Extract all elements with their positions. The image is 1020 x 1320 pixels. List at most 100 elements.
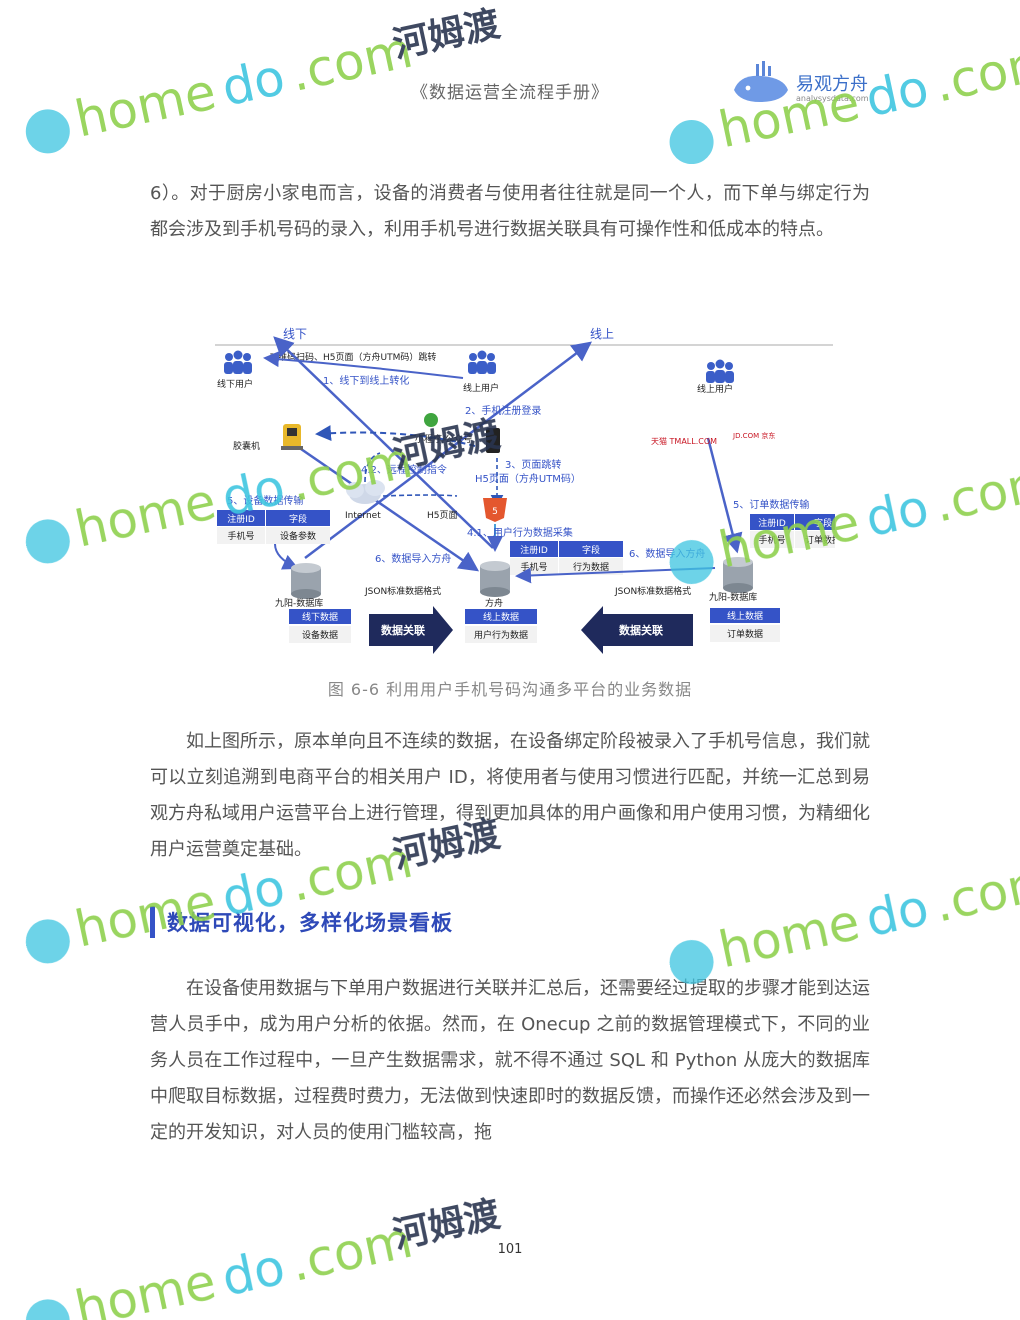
arrow-step42 [315, 425, 476, 447]
document-title: 《数据运营全流程手册》 [411, 83, 609, 103]
box-offline-data [289, 609, 351, 624]
label-step42: 4.2、远程控制指令 [361, 463, 447, 476]
figure-caption: 图 6-6 利用用户手机号码沟通多平台的业务数据 [327, 680, 693, 699]
table-left-c2: 设备参数 [280, 530, 316, 542]
page-number: 101 [497, 1242, 523, 1257]
svg-text:.com: .com [929, 451, 1020, 533]
assoc-arrow-left [369, 606, 453, 654]
svg-text:天猫 TMALL.COM: 天猫 TMALL.COM [651, 436, 717, 446]
label-online-user-1: 线上用户 [463, 382, 499, 394]
tmall-logo: 天猫 TMALL.COM [651, 436, 717, 446]
html5-icon: 5 [483, 498, 507, 522]
table-mid-c1: 手机号 [520, 561, 547, 573]
label-offline-data: 线下数据 [302, 611, 338, 623]
database-left-icon [291, 563, 321, 599]
table-right-c2: 订单数据 [805, 534, 835, 546]
label-capsule: 胶囊机 [233, 440, 260, 452]
watermark-flower-icon [25, 1299, 70, 1320]
label-step6a: 6、数据导入方舟 [375, 552, 451, 565]
label-step5b: 5、订单数据传输 [733, 498, 809, 511]
label-step5a: 5、设备数据传输 [227, 494, 303, 507]
watermark-flower-icon [25, 519, 70, 564]
data-flow-diagram: 线下 线上 线下用户 线上用户 线上用户 二维码扫码、H5页面（方舟UTM码）跳… [215, 327, 835, 654]
paragraph-3: 在设备使用数据与下单用户数据进行关联并汇总后，还需要经过提取的步骤才能到达运营人… [150, 978, 870, 1143]
brand-url: analysysdata.com [796, 94, 869, 103]
box-online-data-right [710, 608, 780, 623]
label-internet: Internet [345, 511, 381, 521]
watermark-flower-icon [25, 919, 70, 964]
box-online-data-mid [465, 609, 537, 624]
database-right-icon [723, 557, 753, 593]
table-right: 注册ID 字段 手机号 订单数据 [750, 514, 835, 548]
label-step3: 3、页面跳转 [505, 458, 561, 471]
table-right-c1: 手机号 [758, 534, 785, 546]
label-behavior-data: 用户行为数据 [474, 629, 528, 641]
table-left-h1: 注册ID [227, 513, 255, 525]
label-online-user-2: 线上用户 [697, 383, 733, 395]
svg-text:home: home [714, 893, 865, 979]
label-assoc-right: 数据关联 [619, 623, 663, 637]
label-offline-user: 线下用户 [217, 378, 253, 390]
capsule-machine-icon [281, 424, 303, 450]
wechat-icon [424, 413, 438, 427]
label-db-right: 九阳-数据库 [709, 591, 757, 603]
label-qr-jump: 二维码扫码、H5页面（方舟UTM码）跳转 [269, 351, 436, 363]
table-right-h2: 字段 [814, 517, 832, 529]
online-users-icon-right [706, 359, 734, 383]
arrow-to-offline [273, 336, 494, 549]
svg-text:do: do [861, 478, 934, 548]
section-accent-bar [150, 906, 155, 938]
label-online-data-right: 线上数据 [727, 610, 763, 622]
label-order-data: 订单数据 [727, 628, 763, 640]
assoc-arrow-right [581, 606, 693, 654]
svg-text:do: do [861, 878, 934, 948]
label-h5page: H5页面 [427, 510, 458, 521]
whale-icon [734, 61, 788, 102]
arrow-device-to-fangzhou [284, 436, 480, 572]
label-offline: 线下 [283, 327, 307, 341]
label-assoc-left: 数据关联 [381, 623, 425, 637]
label-db-mid: 方舟 [485, 597, 503, 609]
label-step1: 1、线下到线上转化 [323, 374, 409, 387]
online-users-icon [468, 350, 496, 374]
watermark-flower-icon [25, 109, 70, 154]
section-heading: 数据可视化，多样化场景看板 [150, 905, 453, 939]
watermark-cjk: 河姆渡 [389, 4, 503, 67]
label-step3b: H5页面（方舟UTM码） [475, 472, 581, 485]
label-step2: 2、手机注册登录 [465, 404, 541, 417]
label-db-left: 九阳-数据库 [275, 597, 323, 609]
svg-text:.com: .com [929, 851, 1020, 933]
phone-icon [486, 428, 500, 453]
paragraph-2: 如上图所示，原本单向且不连续的数据，在设备绑定阶段被录入了手机号信息，我们就可以… [150, 731, 870, 860]
box-order-data [710, 625, 780, 642]
offline-users-icon [224, 350, 252, 374]
table-mid: 注册ID 字段 手机号 行为数据 [510, 541, 623, 575]
jd-logo: JD.COM 京东 [732, 431, 775, 440]
box-device-data [289, 626, 351, 643]
label-online-data-mid: 线上数据 [483, 611, 519, 623]
svg-text:5: 5 [492, 507, 498, 517]
paragraph-1: 6）。对于厨房小家电而言，设备的消费者与使用者往往就是同一个人，而下单与绑定行为… [150, 183, 870, 240]
section-heading-text: 数据可视化，多样化场景看板 [167, 911, 453, 935]
arrow-step5a [274, 543, 299, 570]
dashed-internet-up [364, 452, 381, 483]
label-step41: 4.1、用户行为数据采集 [467, 526, 573, 539]
svg-text:home: home [70, 1252, 221, 1320]
label-json-b: JSON标准数据格式 [614, 585, 691, 597]
label-online: 线上 [590, 327, 614, 341]
watermark-text-a: home [70, 62, 221, 148]
table-mid-h2: 字段 [582, 544, 600, 556]
brand-name: 易观方舟 [796, 74, 868, 95]
label-device-data: 设备数据 [302, 629, 338, 641]
box-behavior-data [465, 626, 537, 643]
table-left: 注册ID 字段 手机号 设备参数 [217, 510, 330, 544]
table-right-h1: 注册ID [758, 517, 786, 529]
table-mid-c2: 行为数据 [573, 561, 609, 573]
arrow-to-online [304, 341, 592, 559]
database-mid-icon [480, 561, 510, 597]
label-step6b: 6、数据导入方舟 [629, 547, 705, 560]
svg-text:JD.COM 京东: JD.COM 京东 [732, 431, 775, 440]
svg-text:home: home [70, 472, 221, 558]
dashed-internet-link [382, 494, 458, 497]
internet-cloud-icon [346, 480, 385, 504]
